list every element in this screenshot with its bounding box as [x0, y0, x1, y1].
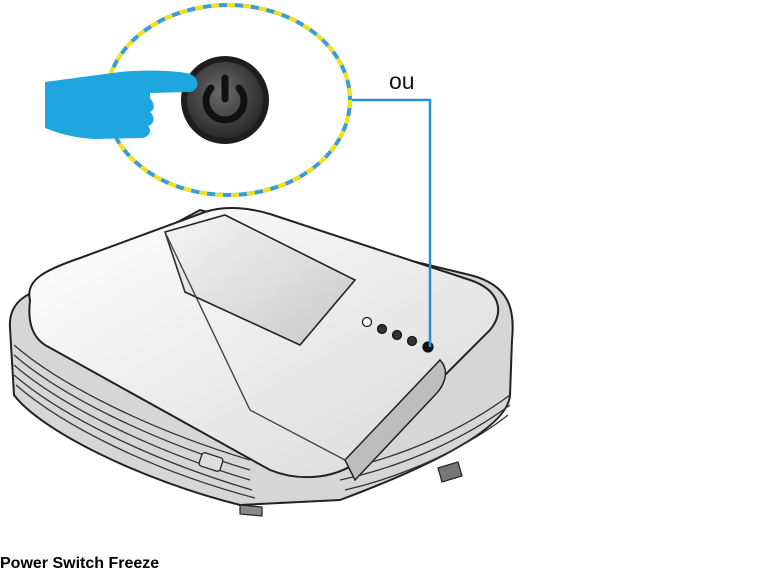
remote-freeze-label: Freeze	[108, 555, 160, 572]
remote-switch-button[interactable]: Power Switch Freeze	[0, 555, 159, 572]
remote-switch-label: Switch	[52, 555, 105, 572]
power-button-closeup	[181, 56, 269, 144]
projector	[8, 206, 514, 517]
projector-power-diagram: Power Switch Freeze	[0, 3, 514, 572]
remote-power-button[interactable]: Power Switch Freeze	[0, 555, 159, 572]
power-icon	[202, 74, 248, 124]
connector-line	[350, 98, 432, 347]
remote-freeze-button[interactable]: Power Switch Freeze	[0, 555, 159, 572]
callout-projector-button	[104, 3, 352, 197]
remote-blank-button[interactable]: Power Switch Freeze	[0, 555, 159, 572]
callout-remote-control: Power Switch Freeze	[0, 555, 159, 572]
projector-power-button[interactable]	[422, 341, 434, 353]
connector-text: ou	[389, 68, 415, 94]
remote-power-label: Power	[0, 555, 49, 572]
pointing-hand-icon	[45, 70, 198, 139]
projector-control-panel	[361, 316, 434, 353]
